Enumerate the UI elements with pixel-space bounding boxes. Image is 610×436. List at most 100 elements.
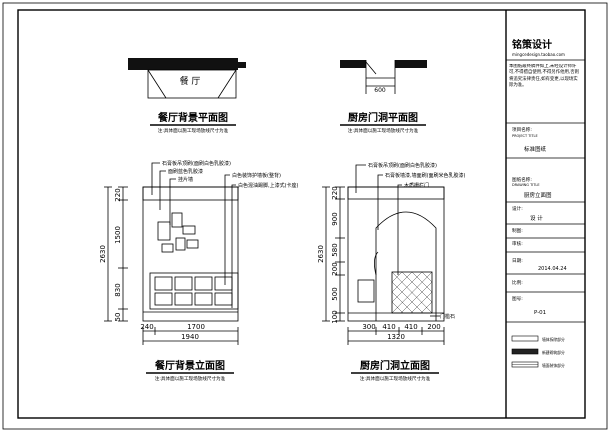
wainscot-inset <box>174 276 193 291</box>
project-label: 项目名称: <box>512 126 532 133</box>
notes-box: 本图纸最终稿件如上,未经设计师许可,不得擅自使用,不得另作他用,否则将追究法律责… <box>509 64 579 88</box>
dim-value: 580 <box>331 243 339 256</box>
designer-value: 设 计 <box>530 214 543 222</box>
picture-frame <box>182 225 196 235</box>
dim-value: 200 <box>427 323 440 331</box>
lattice-pattern <box>391 271 433 314</box>
dim-value: 500 <box>331 287 339 300</box>
drawing-label: 图纸名称: <box>512 176 532 183</box>
leader-line <box>355 164 366 193</box>
legend-label: 新建砌筑部分 <box>542 350 565 355</box>
dim-value: 220 <box>114 188 122 201</box>
sheet-value: P-01 <box>534 310 546 316</box>
dim-value: 200 <box>331 262 339 275</box>
picture-frame <box>171 212 183 228</box>
picture-frame <box>186 239 199 249</box>
wainscot-inset <box>154 292 173 306</box>
door-swing-mark <box>365 61 377 75</box>
plan-wall-left <box>340 60 366 68</box>
dining-plan-title: 餐厅背景平面图 <box>157 111 228 124</box>
callout-label: 石膏板墙漆,墙面刷(面刷米色乳胶漆) <box>385 172 466 179</box>
dining-elevation-note: 注:具体面以施工现场放线尺寸为准 <box>155 375 226 382</box>
dining-plan-view: 餐 厅 餐厅背景平面图 注:具体面以施工现场放线尺寸为准 <box>128 58 246 134</box>
kitchen-elevation-title: 厨房门洞立面图 <box>360 359 430 372</box>
dining-vertical-dims: 220 1500 2630 830 50 <box>99 186 128 322</box>
callout-label: 挂片墙 <box>178 176 193 183</box>
callout-label: 白色装饰护墙板(整背) <box>232 172 281 179</box>
side-niche <box>357 279 375 303</box>
dining-callouts: 石膏板吊顶刷(面刷白色乳胶漆) 面刷蓝色乳胶漆 挂片墙 白色装饰护墙板(整背) … <box>151 160 299 308</box>
checker-label: 审核: <box>512 240 523 247</box>
dining-room-label: 餐 厅 <box>180 75 201 87</box>
dining-plan-room <box>147 69 237 99</box>
kitchen-door-plan-view: 600 厨房门洞平面图 注:具体面以施工现场放线尺寸为准 <box>340 60 427 134</box>
callout-label: 面刷蓝色乳胶漆 <box>168 168 203 175</box>
dim-value: 830 <box>114 283 122 296</box>
dim-value: 1940 <box>181 333 199 341</box>
sheet-label: 图号: <box>512 296 523 302</box>
dim-value: 2630 <box>317 245 325 263</box>
picture-frame <box>157 221 171 241</box>
dining-elevation-view: 石膏板吊顶刷(面刷白色乳胶漆) 面刷蓝色乳胶漆 挂片墙 白色装饰护墙板(整背) … <box>99 160 299 382</box>
dim-value: 300 <box>362 323 375 331</box>
dim-value: 50 <box>114 313 122 322</box>
dim-value: 1320 <box>387 333 405 341</box>
dining-elevation-title: 餐厅背景立面图 <box>154 359 225 372</box>
title-block: 铭策设计 mingcedesign.taobao.com 本图纸最终稿件如上,未… <box>505 10 585 418</box>
ceiling-band <box>142 186 239 201</box>
leader-line <box>159 170 166 210</box>
picture-frame <box>175 237 186 251</box>
kitchen-door-elevation-view: 石膏板吊顶刷(面刷白色乳胶漆) 石膏板墙漆,墙面刷(面刷米色乳胶漆) 木质栅栏门… <box>317 162 466 382</box>
callout-label: 石膏板吊顶刷(面刷白色乳胶漆) <box>368 162 437 169</box>
arched-doorway <box>375 211 437 321</box>
dim-value: 900 <box>331 212 339 225</box>
plan-hatch-line <box>147 69 167 99</box>
legend-swatch-demolish <box>511 335 539 342</box>
dim-value: 1500 <box>114 226 122 244</box>
drawing-value: 厨房立面图 <box>524 191 552 199</box>
dim-value: 220 <box>331 186 339 199</box>
kitchen-horizontal-dims: 300 410 410 200 1320 <box>347 323 445 345</box>
dim-value: 240 <box>140 323 153 331</box>
leader-line <box>169 178 176 225</box>
leader-line <box>151 162 160 195</box>
plan-wall-right <box>395 60 427 68</box>
callout-label: 门槛石 <box>440 313 455 320</box>
dim-value: 410 <box>404 323 417 331</box>
plan-wall-solid <box>128 58 238 70</box>
wainscot-panel <box>149 272 239 310</box>
dining-plan-note: 注:具体面以施工现场放线尺寸为准 <box>158 127 229 134</box>
legend-label: 墙体拆除部分 <box>542 337 565 342</box>
dim-value: 1700 <box>187 323 205 331</box>
ceiling-band <box>347 186 445 200</box>
project-sublabel: PROJECT TITLE <box>512 134 538 138</box>
dim-value: 100 <box>331 310 339 323</box>
logo-url: mingcedesign.taobao.com <box>512 52 565 57</box>
callout-label: 石膏板吊顶刷(面刷白色乳胶漆) <box>162 160 231 167</box>
leader-line <box>224 174 230 285</box>
leader-line <box>377 174 383 230</box>
logo-text: 铭策设计 <box>512 38 552 51</box>
picture-frame <box>161 243 174 253</box>
kitchen-plan-title: 厨房门洞平面图 <box>348 111 418 124</box>
dim-value: 2630 <box>99 245 107 263</box>
kitchen-plan-dim: 600 <box>374 87 386 94</box>
leader-line <box>397 184 402 275</box>
legend-label: 墙面装饰部分 <box>542 363 565 368</box>
callout-label: 白色混油踢脚,上漆式(卡座) <box>238 182 299 189</box>
leader-line <box>231 184 236 308</box>
wainscot-inset <box>154 276 173 291</box>
kitchen-callouts: 石膏板吊顶刷(面刷白色乳胶漆) 石膏板墙漆,墙面刷(面刷米色乳胶漆) 木质栅栏门… <box>355 162 466 320</box>
plan-hatch-line <box>217 69 237 99</box>
dim-value: 410 <box>382 323 395 331</box>
wainscot-inset <box>174 292 193 306</box>
callout-label: 木质栅栏门 <box>404 182 429 189</box>
legend-swatch-new-wall <box>511 348 539 355</box>
scale-label: 比例: <box>512 279 523 286</box>
date-value: 2014.04.24 <box>538 266 567 272</box>
kitchen-vertical-dims: 220 900 2630 580 200 500 100 <box>317 186 345 324</box>
designer-label: 设计: <box>512 205 523 212</box>
drawing-sublabel: DRAWING TITLE <box>512 183 540 187</box>
